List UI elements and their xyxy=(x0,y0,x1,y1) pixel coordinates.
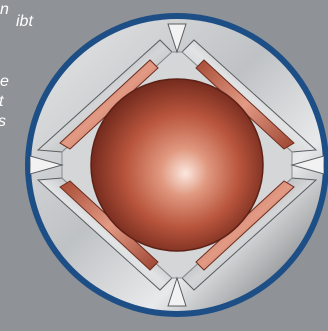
central-sphere xyxy=(91,79,263,251)
